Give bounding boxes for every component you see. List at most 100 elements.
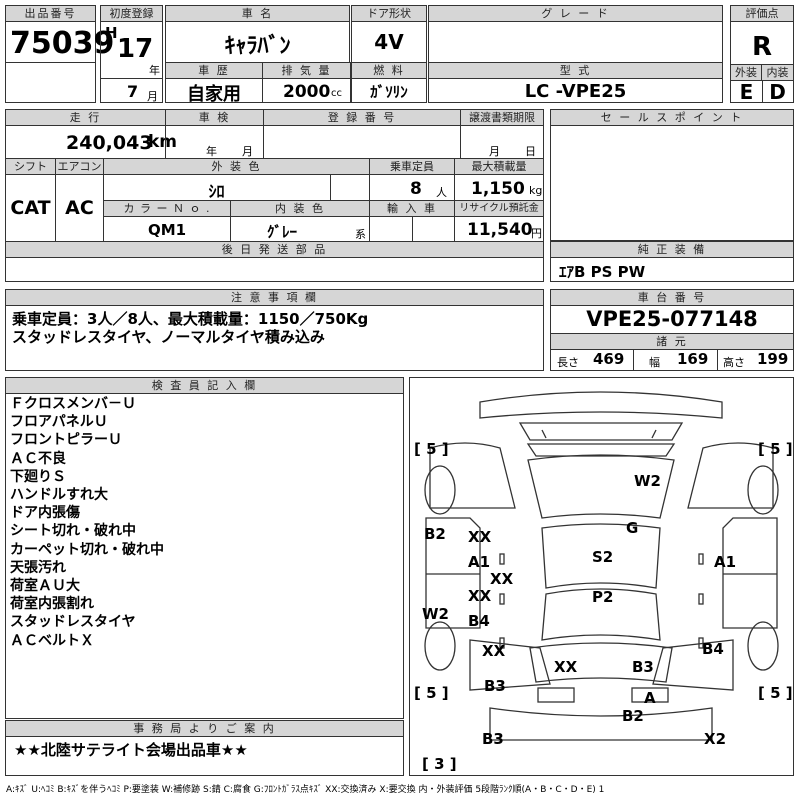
- shift-label: シフト: [6, 159, 55, 175]
- max-load-box: 最大積載量 1,150 kg: [454, 158, 544, 201]
- first-reg-label: 初度登録: [101, 6, 162, 22]
- aircon-value: AC: [65, 197, 94, 219]
- mark-b2-left: B2: [424, 525, 446, 543]
- equipment-label: 純 正 装 備: [551, 242, 793, 258]
- spec-height-label: 高さ: [723, 356, 745, 369]
- inspector-line: ハンドルすれ大: [10, 487, 108, 504]
- sales-point-label: セ ー ル ス ポ イ ン ト: [551, 110, 793, 126]
- spec-width: 169: [677, 350, 709, 368]
- color-no-label: カ ラ ー Ｎ ｏ .: [104, 201, 230, 217]
- recycle-label: リサイクル預託金: [455, 201, 543, 217]
- history-label: 車 歴: [166, 63, 262, 79]
- equipment-box: 純 正 装 備 ｴｱB PS PW: [550, 241, 794, 282]
- mark-x2-bottom-right: X2: [704, 730, 727, 748]
- first-reg-box: 初度登録 H 17 年 7 月: [100, 5, 163, 103]
- inspector-line: フロントピラーＵ: [10, 432, 122, 449]
- tire-rl-mark: [ 5 ]: [414, 684, 449, 702]
- displacement-value: 2000: [283, 82, 331, 102]
- lot-number: 75039: [10, 26, 115, 61]
- inspector-line: ＡＣ不良: [10, 450, 66, 467]
- int-color-value: ｸﾞﾚｰ: [267, 223, 298, 241]
- mark-xx-l1: XX: [468, 528, 492, 546]
- exterior-grade-label: 外装: [731, 65, 762, 81]
- transfer-day-unit: 日: [525, 145, 536, 158]
- inspector-line: フロアパネルＵ: [10, 414, 108, 431]
- notes-label: 注 意 事 項 欄: [6, 290, 543, 306]
- chassis-value: VPE25-077148: [586, 307, 758, 331]
- displacement-box: 排 気 量 2000 cc: [262, 62, 351, 103]
- first-reg-era: H: [105, 24, 118, 42]
- aircon-label: エアコン: [56, 159, 103, 175]
- first-reg-year: 17: [117, 34, 154, 64]
- car-name-box: 車 名 ｷｬﾗﾊﾞﾝ: [165, 5, 350, 63]
- displacement-label: 排 気 量: [263, 63, 350, 79]
- specs-label: 諸 元: [551, 333, 793, 350]
- notes-box: 注 意 事 項 欄 乗車定員：3人／8人、最大積載量：1150／750Kg スタ…: [5, 289, 544, 371]
- mark-a1-left: A1: [468, 553, 491, 571]
- inspector-line: ドア内張傷: [10, 505, 80, 522]
- capacity-box: 乗車定員 8 人: [369, 158, 455, 201]
- mark-b3-bottom-left: B3: [482, 730, 504, 748]
- recycle-box: リサイクル預託金 11,540 円: [454, 200, 544, 242]
- reg-no-label: 登 録 番 号: [264, 110, 460, 126]
- office-box: 事 務 局 よ り ご 案 内 ★★北陸サテライト会場出品車★★: [5, 720, 404, 776]
- max-load-unit: kg: [529, 184, 543, 197]
- reg-no-box: 登 録 番 号: [263, 109, 461, 159]
- capacity-value: 8: [410, 179, 422, 199]
- notes-line-2: スタッドレスタイヤ、ノーマルタイヤ積み込み: [12, 328, 325, 346]
- inspector-line: 天張汚れ: [10, 559, 66, 576]
- inspection-label: 車 検: [166, 110, 263, 126]
- later-parts-label: 後 日 発 送 部 品: [6, 242, 543, 258]
- inspection-year-unit: 年: [206, 145, 217, 158]
- tire-rr-mark: [ 5 ]: [758, 684, 793, 702]
- recycle-unit: 円: [531, 227, 542, 240]
- fuel-label: 燃 料: [352, 63, 426, 79]
- first-reg-year-unit: 年: [149, 64, 160, 77]
- inspector-line: シート切れ・破れ中: [10, 523, 136, 540]
- mark-s2: S2: [592, 548, 614, 566]
- exterior-grade: E: [739, 80, 754, 104]
- spec-height: 199: [757, 350, 789, 368]
- displacement-unit: cc: [331, 88, 342, 99]
- car-outline-icon: [424, 391, 779, 741]
- fuel-value: ｶﾞｿﾘﾝ: [370, 83, 408, 101]
- car-name-label: 車 名: [166, 6, 349, 22]
- score-box: 評価点 R 外装 内装 E D: [730, 5, 794, 104]
- inspector-box: 検 査 員 記 入 欄 Ｆクロスメンバ－Ｕ フロアパネルＵ フロントピラーＵ Ａ…: [5, 377, 404, 719]
- equipment-value: ｴｱB PS PW: [559, 263, 646, 281]
- shift-box: シフト CAT: [5, 158, 56, 242]
- recycle-value: 11,540: [467, 220, 533, 240]
- mark-xx-l3: XX: [482, 642, 506, 660]
- tire-fr-mark: [ 5 ]: [758, 440, 793, 458]
- inspector-line: スタッドレスタイヤ: [10, 614, 136, 631]
- ext-color-label: 外 装 色: [104, 159, 369, 175]
- door-type: 4V: [374, 30, 404, 54]
- mark-b3-left: B3: [484, 677, 506, 695]
- inspector-line: ＡＣベルトＸ: [10, 632, 94, 649]
- import-box: 輸 入 車: [369, 200, 455, 242]
- mark-a-rear: A: [644, 689, 656, 707]
- score-label: 評価点: [731, 6, 793, 22]
- mark-w2-left: W2: [422, 605, 449, 623]
- inspector-line: 荷室ＡＵ大: [10, 578, 80, 595]
- spec-length: 469: [593, 350, 625, 368]
- first-reg-month-unit: 月: [147, 90, 158, 103]
- interior-grade-label: 内装: [762, 65, 793, 81]
- transfer-box: 譲渡書類期限 月 日: [460, 109, 544, 159]
- later-parts-box: 後 日 発 送 部 品: [5, 241, 544, 282]
- aircon-box: エアコン AC: [55, 158, 104, 242]
- history-box: 車 歴 自家用: [165, 62, 263, 105]
- history-value: 自家用: [187, 84, 241, 105]
- capacity-label: 乗車定員: [370, 159, 454, 175]
- transfer-label: 譲渡書類期限: [461, 110, 543, 126]
- interior-grade: D: [769, 80, 786, 104]
- score-value: R: [751, 32, 773, 62]
- ext-color-value: ｼﾛ: [208, 182, 225, 201]
- first-reg-month: 7: [127, 82, 139, 101]
- grade-label: グ レ ー ド: [429, 6, 722, 22]
- chassis-box: 車 台 番 号 VPE25-077148 諸 元 長さ 469 幅 169 高さ…: [550, 289, 794, 371]
- int-color-suffix: 系: [355, 228, 366, 241]
- model-box: 型 式 LC -VPE25: [428, 62, 723, 103]
- max-load-value: 1,150: [471, 179, 525, 199]
- inspection-box: 車 検 年 月: [165, 109, 264, 159]
